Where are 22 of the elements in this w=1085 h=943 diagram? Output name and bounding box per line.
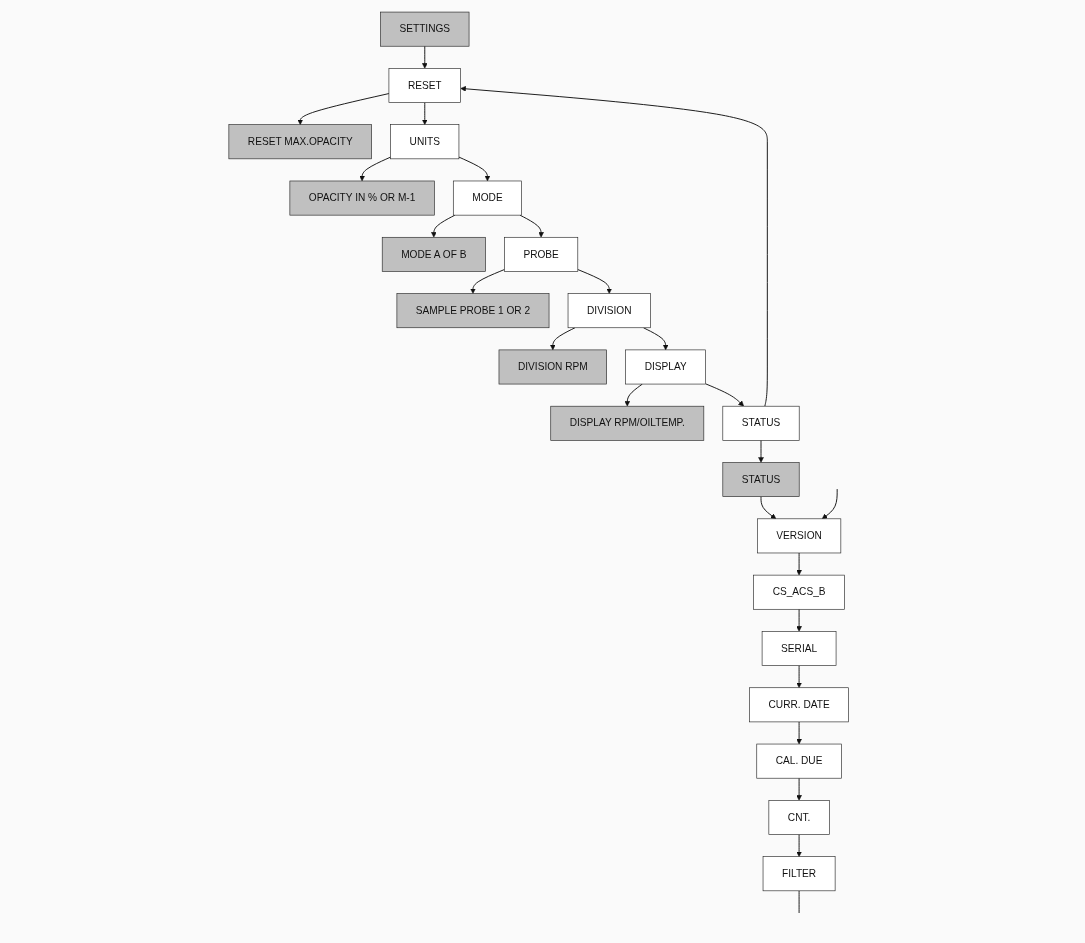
node-box: DIVISION RPM [498, 349, 607, 384]
node-box: CURR. DATE [749, 686, 849, 722]
node-box: MODE [453, 180, 522, 215]
node-box: MODE A OF B [381, 236, 486, 272]
node-box: CNT. [768, 799, 830, 835]
node-box: STATUS [722, 461, 800, 497]
node-box: RESET [388, 67, 461, 103]
node-box: VERSION [757, 518, 842, 553]
node-box: SAMPLE PROBE 1 OR 2 [396, 292, 550, 328]
node-box: OPACITY IN % OR M-1 [289, 180, 435, 215]
node-box: DISPLAY [625, 349, 706, 384]
node-box: DISPLAY RPM/OILTEMP. [550, 405, 705, 441]
node-box: SERIAL [761, 630, 837, 666]
node-box: FILTER [762, 855, 836, 891]
node-box: UNITS [390, 123, 460, 159]
node-box: SETTINGS [380, 11, 470, 47]
node-box: CS_ACS_B [753, 574, 845, 610]
node-box: CAL. DUE [756, 743, 842, 778]
node-box: STATUS [722, 405, 800, 441]
node-box: PROBE [504, 236, 579, 272]
node-box: DIVISION [567, 292, 651, 328]
node-box: RESET MAX.OPACITY [228, 123, 372, 159]
